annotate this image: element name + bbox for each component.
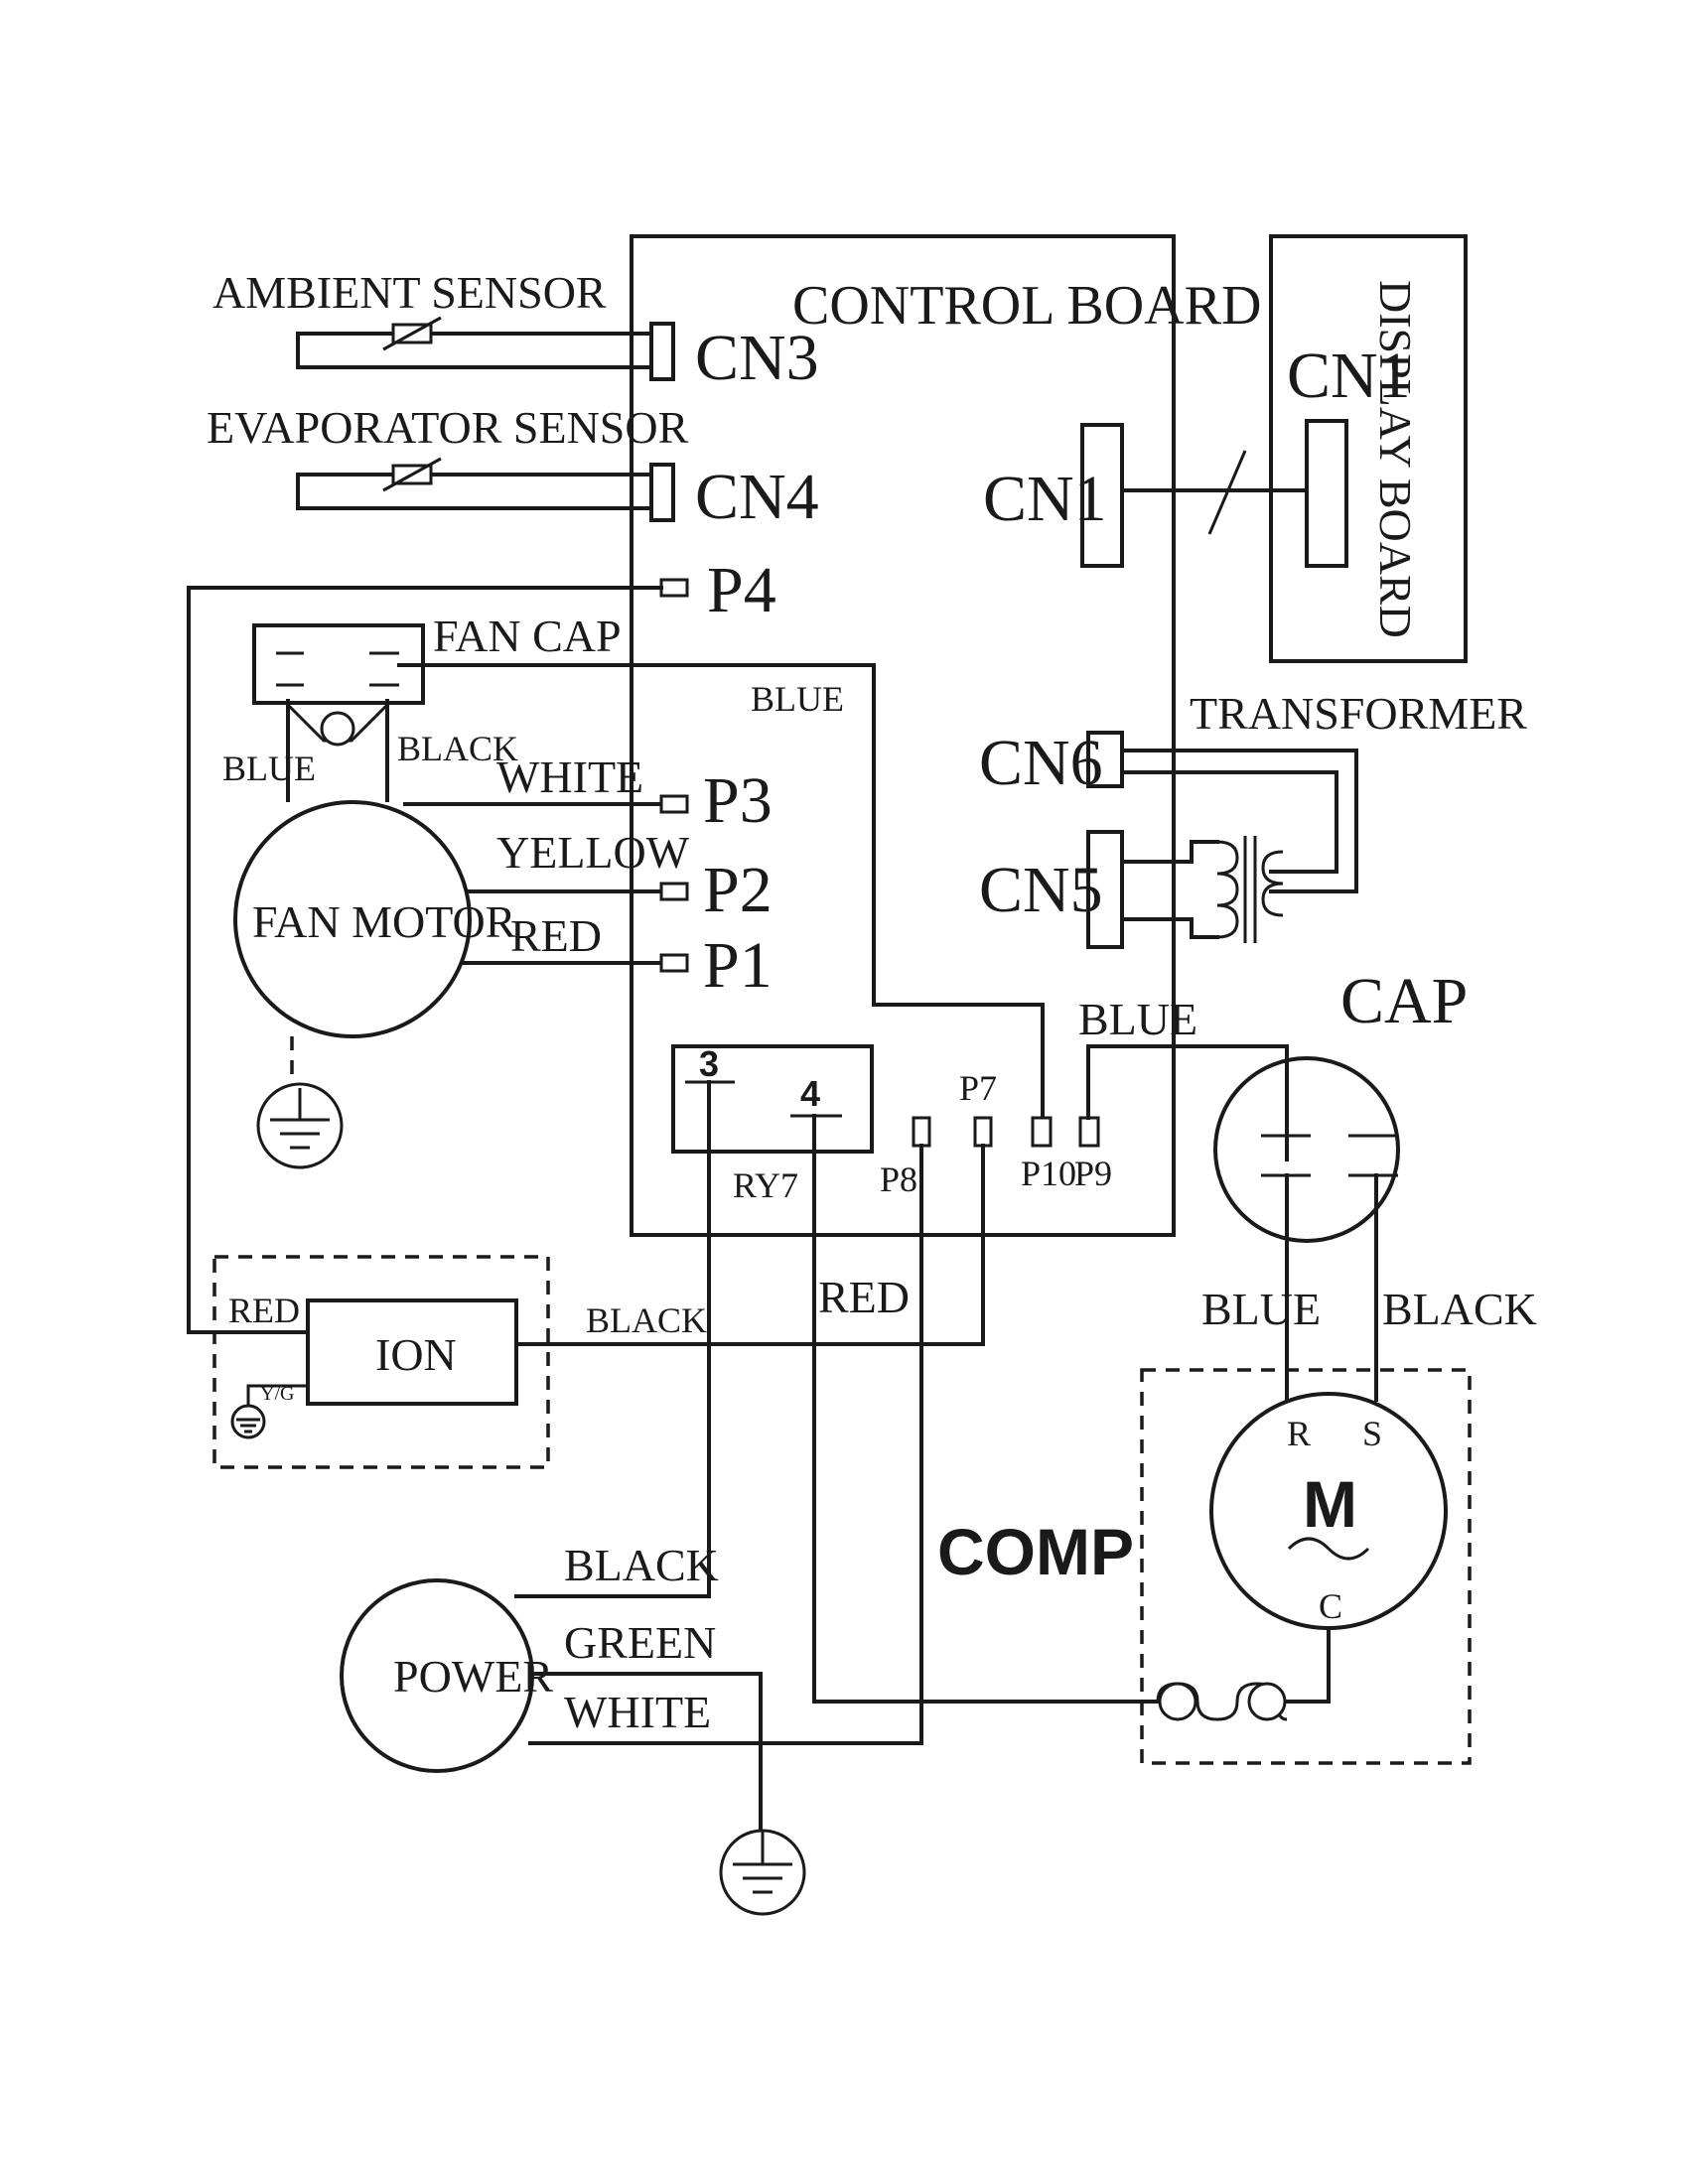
p2-label: P2 [703,854,773,926]
wire-blue-fan-left: BLUE [222,749,316,788]
motor-s: S [1362,1414,1382,1453]
transformer-icon [1216,836,1284,943]
wire-black-ion: BLACK [586,1300,707,1340]
ion-label: ION [375,1329,457,1380]
p3-label: P3 [703,764,773,837]
ry7-label: RY7 [733,1165,798,1205]
wire-red-fan: RED [510,910,602,961]
wire-red-relay: RED [818,1272,910,1322]
p8-terminal [912,1116,931,1148]
p3-terminal [659,794,689,814]
wire-yellow-fan: YELLOW [496,827,690,878]
ion-ground-icon [230,1404,266,1439]
relay-pin-4: 4 [800,1073,820,1114]
cn5-label: CN5 [979,854,1103,926]
power-label: POWER [393,1651,553,1702]
cn3-connector [649,322,675,381]
compressor-enclosure [1140,1368,1472,1765]
ambient-sensor-label: AMBIENT SENSOR [212,267,607,318]
relay-pin-3: 3 [699,1043,719,1084]
wire-red-ion: RED [228,1291,300,1330]
fan-motor [233,800,472,1038]
yg-label: Y/G [260,1383,294,1405]
control-board-label: CONTROL BOARD [792,275,1261,337]
transformer-label: TRANSFORMER [1190,688,1527,739]
p1-label: P1 [703,929,773,1002]
wire-blue-fan-cap: BLUE [751,679,844,719]
p9-label: P9 [1074,1154,1112,1193]
cn1-connector [1080,423,1124,568]
multi-wire-slash [1207,450,1247,535]
cn4-connector [649,463,675,522]
evaporator-sensor-label: EVAPORATOR SENSOR [207,402,689,453]
p8-label: P8 [880,1160,917,1199]
power-ground-icon [719,1829,806,1916]
control-board [630,234,1176,1237]
relay-ry7 [671,1044,874,1154]
cn6-label: CN6 [979,727,1103,799]
motor-r: R [1287,1414,1311,1453]
wire-white-fan: WHITE [496,751,643,802]
ion-generator [306,1298,518,1406]
display-cn1-connector [1305,419,1348,568]
wire-black-cap: BLACK [1382,1284,1537,1334]
cap [1213,1056,1400,1243]
wire-black-power: BLACK [564,1540,719,1590]
fan-motor-label: FAN MOTOR [252,896,516,947]
cn5-connector [1086,830,1124,949]
cn4-label: CN4 [695,461,819,533]
p4-label: P4 [707,554,776,626]
comp-label: COMP [937,1515,1134,1588]
p2-terminal [659,882,689,901]
overload-protector-icon [1156,1682,1288,1721]
cn6-connector [1086,731,1124,788]
p7-terminal [973,1116,993,1148]
p10-terminal [1031,1116,1053,1148]
p9-terminal [1078,1116,1100,1148]
motor-c: C [1319,1586,1342,1626]
ion-enclosure [212,1255,550,1469]
display-board-label: DISPLAY BOARD [1370,280,1421,638]
p1-terminal [659,953,689,973]
p10-label: P10 [1021,1154,1076,1193]
wire-black-fan: BLACK [397,729,518,768]
wire-white-power: WHITE [564,1687,711,1737]
fan-motor-ground-icon [256,1082,344,1169]
wire-green-power: GREEN [564,1617,716,1668]
p4-terminal [659,578,689,598]
fan-cap-label: FAN CAP [433,611,622,661]
cn1-label: CN1 [983,463,1107,535]
p7-label: P7 [959,1068,997,1108]
motor-m: M [1303,1467,1357,1541]
display-board [1269,234,1468,663]
cap-label: CAP [1340,965,1468,1037]
wire-blue-cap: BLUE [1201,1284,1321,1334]
cn3-label: CN3 [695,322,819,394]
wire-blue-p9: BLUE [1078,994,1197,1044]
display-cn1-label: CN1 [1287,340,1411,412]
